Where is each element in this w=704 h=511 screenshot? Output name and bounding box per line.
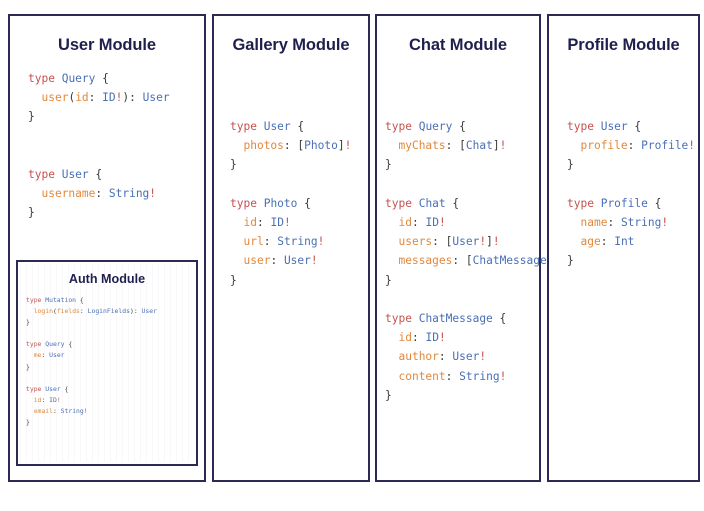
code-block-profile-module: type User { profile: Profile! } type Pro… xyxy=(567,120,696,268)
panel-profile-module: Profile Module type User { profile: Prof… xyxy=(547,14,700,482)
panel-title-gallery-module: Gallery Module xyxy=(232,36,350,54)
panel-gallery-module: Gallery Module type User { photos: [Phot… xyxy=(212,14,370,482)
code-block-gallery-module: type User { photos: [Photo]! } type Phot… xyxy=(230,120,352,287)
panel-chat-module: Chat Module type Query { myChats: [Chat]… xyxy=(375,14,560,482)
panel-title-chat-module: Chat Module xyxy=(409,36,507,54)
panel-title-user-module: User Module xyxy=(58,36,156,54)
panel-title-auth-module: Auth Module xyxy=(68,272,146,286)
code-block-auth-module: type Mutation { login(fields: LoginField… xyxy=(26,296,157,427)
panel-title-profile-module: Profile Module xyxy=(567,36,680,54)
code-block-chat-module: type Query { myChats: [Chat]! } type Cha… xyxy=(385,120,560,402)
panel-auth-module: Auth Module type Mutation { login(fields… xyxy=(16,260,198,466)
panel-user-module: User Module type Query { user(id: ID!): … xyxy=(8,14,206,482)
code-block-user-module: type Query { user(id: ID!): User } type … xyxy=(28,72,170,220)
